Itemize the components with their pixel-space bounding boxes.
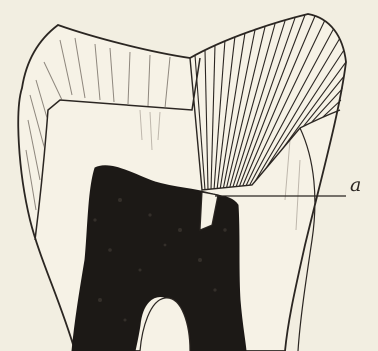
label-a: a <box>350 176 361 195</box>
